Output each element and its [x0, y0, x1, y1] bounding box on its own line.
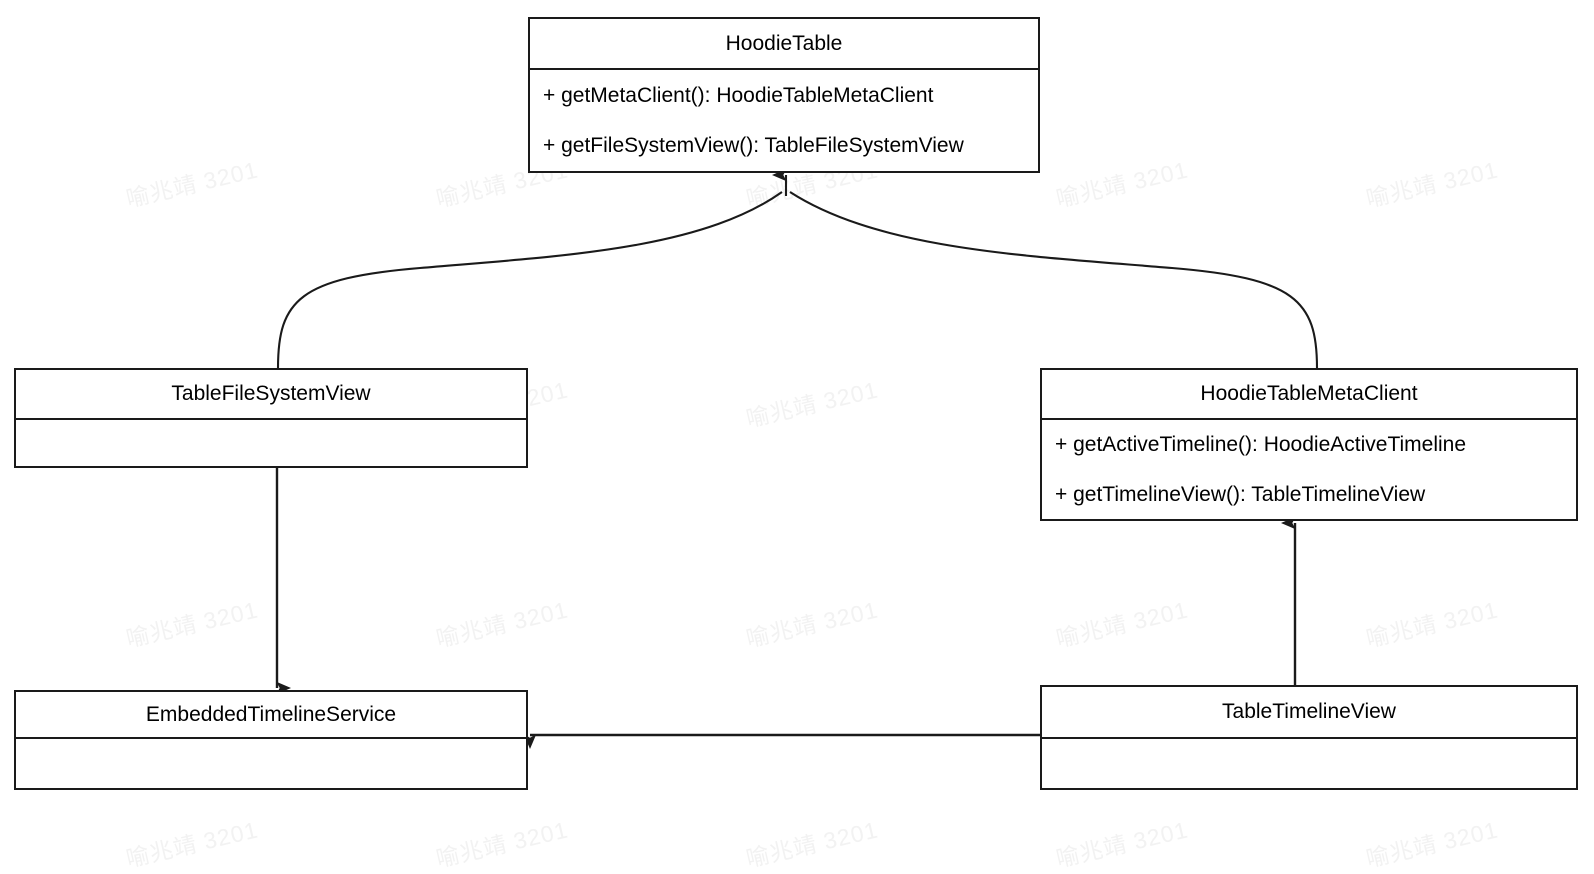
watermark-text: 喻兆靖 3201	[743, 376, 881, 433]
class-members-hoodie-table-meta-client: + getActiveTimeline(): HoodieActiveTimel…	[1042, 420, 1576, 519]
watermark-text: 喻兆靖 3201	[743, 596, 881, 653]
watermark-text: 喻兆靖 3201	[1363, 156, 1501, 213]
class-name-table-timeline-view: TableTimelineView	[1042, 687, 1576, 739]
class-name-embedded-timeline-service: EmbeddedTimelineService	[16, 692, 526, 739]
class-name-table-file-system-view: TableFileSystemView	[16, 370, 526, 420]
class-box-table-timeline-view[interactable]: TableTimelineView	[1040, 685, 1578, 790]
class-member: + getFileSystemView(): TableFileSystemVi…	[543, 134, 964, 158]
edge-htmc-to-hoodietable	[789, 191, 1319, 369]
class-member: + getTimelineView(): TableTimelineView	[1055, 482, 1426, 506]
edge-tfsv-to-hoodietable	[276, 191, 783, 369]
class-name-hoodie-table-meta-client: HoodieTableMetaClient	[1042, 370, 1576, 420]
class-members-table-timeline-view	[1042, 739, 1576, 788]
watermark-text: 喻兆靖 3201	[1053, 156, 1191, 213]
watermark-text: 喻兆靖 3201	[1053, 596, 1191, 653]
class-members-embedded-timeline-service	[16, 739, 526, 788]
class-member: + getActiveTimeline(): HoodieActiveTimel…	[1055, 433, 1467, 457]
watermark-text: 喻兆靖 3201	[123, 596, 261, 653]
watermark-text: 喻兆靖 3201	[1053, 816, 1191, 873]
class-box-hoodie-table[interactable]: HoodieTable + getMetaClient(): HoodieTab…	[528, 17, 1040, 173]
watermark-text: 喻兆靖 3201	[123, 816, 261, 873]
watermark-text: 喻兆靖 3201	[433, 816, 571, 873]
class-box-embedded-timeline-service[interactable]: EmbeddedTimelineService	[14, 690, 528, 790]
watermark-text: 喻兆靖 3201	[123, 156, 261, 213]
class-members-table-file-system-view	[16, 420, 526, 466]
class-members-hoodie-table: + getMetaClient(): HoodieTableMetaClient…	[530, 70, 1038, 171]
class-box-table-file-system-view[interactable]: TableFileSystemView	[14, 368, 528, 468]
watermark-text: 喻兆靖 3201	[1363, 816, 1501, 873]
watermark-text: 喻兆靖 3201	[1363, 596, 1501, 653]
diagram-canvas: 喻兆靖 3201 喻兆靖 3201 喻兆靖 3201 喻兆靖 3201 喻兆靖 3201…	[14, 17, 1578, 872]
class-member: + getMetaClient(): HoodieTableMetaClient	[543, 83, 934, 107]
class-box-hoodie-table-meta-client[interactable]: HoodieTableMetaClient + getActiveTimelin…	[1040, 368, 1578, 521]
watermark-text: 喻兆靖 3201	[743, 816, 881, 873]
watermark-text: 喻兆靖 3201	[433, 596, 571, 653]
class-name-hoodie-table: HoodieTable	[530, 19, 1038, 70]
